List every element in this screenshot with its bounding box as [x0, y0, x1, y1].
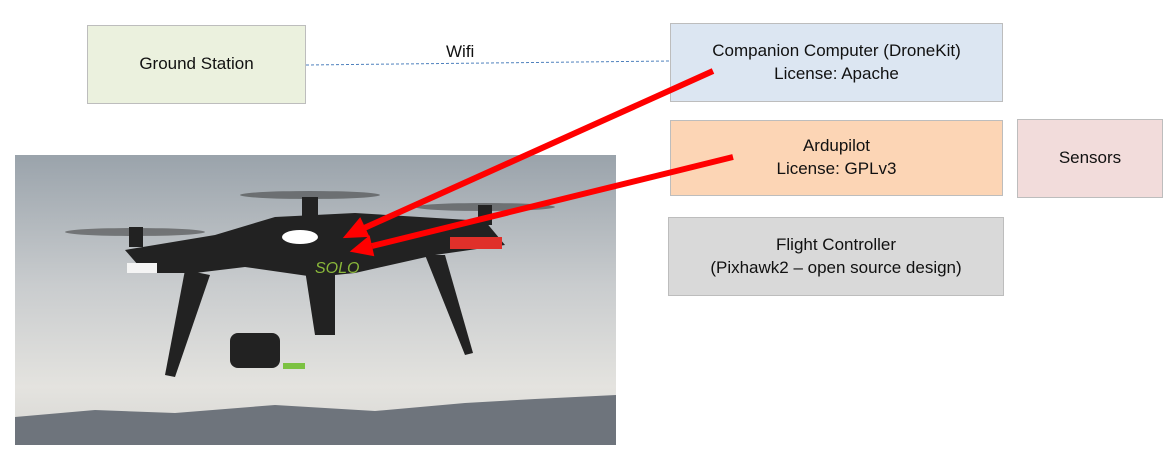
wifi-link-line	[305, 60, 671, 66]
ground-station-box: Ground Station	[87, 25, 306, 104]
wifi-label: Wifi	[446, 42, 475, 61]
companion-license: License: Apache	[774, 63, 899, 83]
flight-controller-subtitle: (Pixhawk2 – open source design)	[710, 257, 962, 277]
flight-controller-box: Flight Controller (Pixhawk2 – open sourc…	[668, 217, 1004, 296]
companion-title: Companion Computer (DroneKit)	[712, 40, 961, 60]
sensors-label: Sensors	[1058, 148, 1122, 168]
drone-photo: SOLO	[15, 155, 616, 445]
ardupilot-box: Ardupilot License: GPLv3	[670, 120, 1003, 196]
solo-logo: SOLO	[315, 260, 359, 277]
companion-computer-box: Companion Computer (DroneKit) License: A…	[670, 23, 1003, 102]
flight-controller-title: Flight Controller	[776, 234, 896, 254]
sensors-box: Sensors	[1017, 119, 1163, 198]
ardupilot-license: License: GPLv3	[776, 159, 897, 178]
ardupilot-title: Ardupilot	[802, 136, 871, 156]
ground-station-label: Ground Station	[139, 54, 254, 74]
